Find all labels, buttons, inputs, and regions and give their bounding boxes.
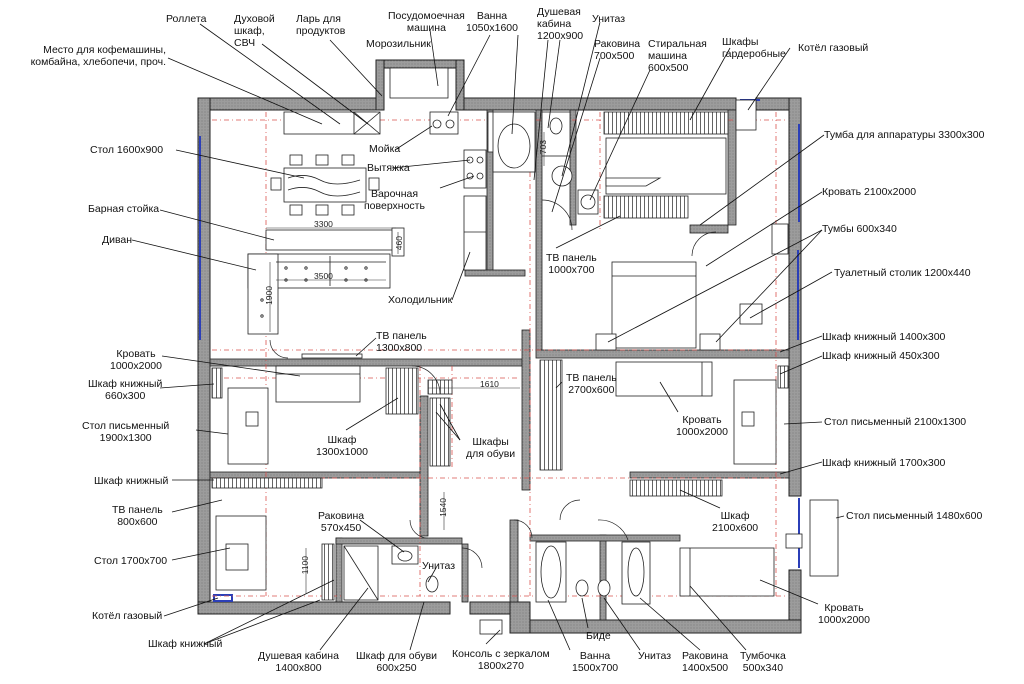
label-toilet-bottom: Унитаз (638, 650, 672, 662)
label-wardrobe-1300: Шкаф 1300x1000 (316, 434, 368, 458)
master-bedroom (595, 99, 789, 351)
left-bedroom (211, 365, 453, 467)
label-hood: Вытяжка (367, 162, 410, 174)
label-sofa: Диван (102, 234, 133, 246)
bath-top-fixtures (492, 111, 599, 215)
label-dishwasher: Посудомоечная машина (388, 10, 465, 34)
label-nightstand-500: Тумбочка 500x340 (740, 650, 786, 674)
label-bookcase-1700: Шкаф книжный 1700x300 (822, 457, 946, 469)
tv-panel-living (301, 353, 363, 359)
label-av-cabinet: Тумба для аппаратуры 3300x300 (824, 129, 985, 141)
label-bath-1500: Ванна 1500x700 (572, 650, 619, 674)
label-coffee-place: Место для кофемашины, комбайна, хлебопеч… (30, 44, 166, 68)
label-wardrobe-2100: Шкаф 2100x600 (712, 510, 759, 534)
outer-walls (197, 59, 802, 634)
label-bar-counter: Барная стойка (88, 203, 160, 215)
dim-3300: 3300 (314, 219, 333, 229)
leader-lines (131, 21, 845, 651)
label-bed-2100: Кровать 2100x2000 (822, 186, 917, 198)
label-bed-bottom: Кровать 1000x2000 (818, 602, 870, 626)
label-bed-mid: Кровать 1000x2000 (676, 414, 728, 438)
reference-lines (212, 112, 787, 597)
dim-1900: 1900 (264, 286, 274, 305)
bottom-bath-left (343, 545, 439, 601)
label-table-1600: Стол 1600x900 (90, 144, 164, 156)
label-desk-1480: Стол письменный 1480x600 (846, 510, 983, 522)
bottom-right-bedroom (479, 479, 839, 635)
label-freezer: Морозильник (366, 38, 431, 50)
label-bookcase-450: Шкаф книжный 450x300 (822, 350, 940, 362)
label-cooktop: Варочная поверхность (364, 188, 425, 212)
dim-1100: 1100 (300, 556, 310, 575)
label-shower-1400: Душевая кабина 1400x800 (258, 650, 339, 674)
label-desk-1900: Стол письменный 1900x1300 (82, 420, 170, 444)
label-toilet-top: Унитаз (592, 13, 626, 25)
label-tv-panel-2700: ТВ панель 2700x600 (566, 372, 617, 396)
label-sink-kitchen: Мойка (369, 143, 401, 155)
dim-703: 703 (538, 140, 548, 155)
bar-counter (265, 227, 405, 257)
label-dressing-table: Туалетный столик 1200x440 (834, 267, 971, 279)
label-toilet-mid: Унитаз (422, 560, 456, 572)
label-desk-2100: Стол письменный 2100x1300 (824, 416, 967, 428)
label-oven: Духовой шкаф, СВЧ (234, 13, 275, 49)
label-boiler-top: Котёл газовый (798, 42, 869, 54)
dim-460: 460 (394, 236, 404, 251)
label-nightstands-600: Тумбы 600x340 (822, 223, 897, 235)
dim-1610: 1610 (480, 379, 499, 389)
label-boiler-bottom: Котёл газовый (92, 610, 163, 622)
label-pantry: Ларь для продуктов (296, 13, 346, 37)
label-bookcase-660: Шкаф книжный 660x300 (88, 378, 163, 402)
label-bookcase-bottom: Шкаф книжный (148, 638, 223, 650)
label-bidet: Биде (586, 630, 611, 642)
label-roller-blind: Роллета (166, 13, 207, 25)
inner-walls (209, 109, 790, 621)
label-shoe-cabinets: Шкафы для обуви (466, 436, 516, 460)
label-tv-panel-1300: ТВ панель 1300x800 (376, 330, 427, 354)
label-bookcase-left: Шкаф книжный (94, 475, 169, 487)
dim-1540: 1540 (438, 498, 448, 517)
label-tv-panel-1000: ТВ панель 1000x700 (546, 252, 597, 276)
label-sink-570: Раковина 570x450 (318, 510, 365, 534)
label-bath-top: Ванна 1050x1600 (466, 10, 518, 34)
label-console-mirror: Консоль с зеркалом 1800x270 (452, 648, 550, 672)
label-bed-left: Кровать 1000x2000 (110, 348, 162, 372)
sofa (247, 253, 391, 335)
bottom-bath-right (535, 541, 651, 605)
label-tv-panel-800: ТВ панель 800x600 (112, 504, 163, 528)
label-bookcase-1400: Шкаф книжный 1400x300 (822, 331, 946, 343)
label-sink-1400: Раковина 1400x500 (682, 650, 729, 674)
dining-table (270, 154, 380, 216)
label-sink-top: Раковина 700x500 (594, 38, 641, 62)
label-wardrobes: Шкафы гардеробные (722, 36, 786, 60)
label-table-1700: Стол 1700x700 (94, 555, 168, 567)
label-shower-top: Душевая кабина 1200x900 (537, 6, 584, 42)
bottom-left-room (211, 477, 335, 601)
label-shoe-cabinet-600: Шкаф для обуви 600x250 (356, 650, 438, 674)
label-fridge: Холодильник (388, 294, 453, 306)
door-swings (269, 199, 717, 569)
dimension-lines (266, 132, 545, 594)
right-bedroom (539, 359, 789, 471)
dim-3500: 3500 (314, 271, 333, 281)
label-washer: Стиральная машина 600x500 (648, 38, 707, 74)
